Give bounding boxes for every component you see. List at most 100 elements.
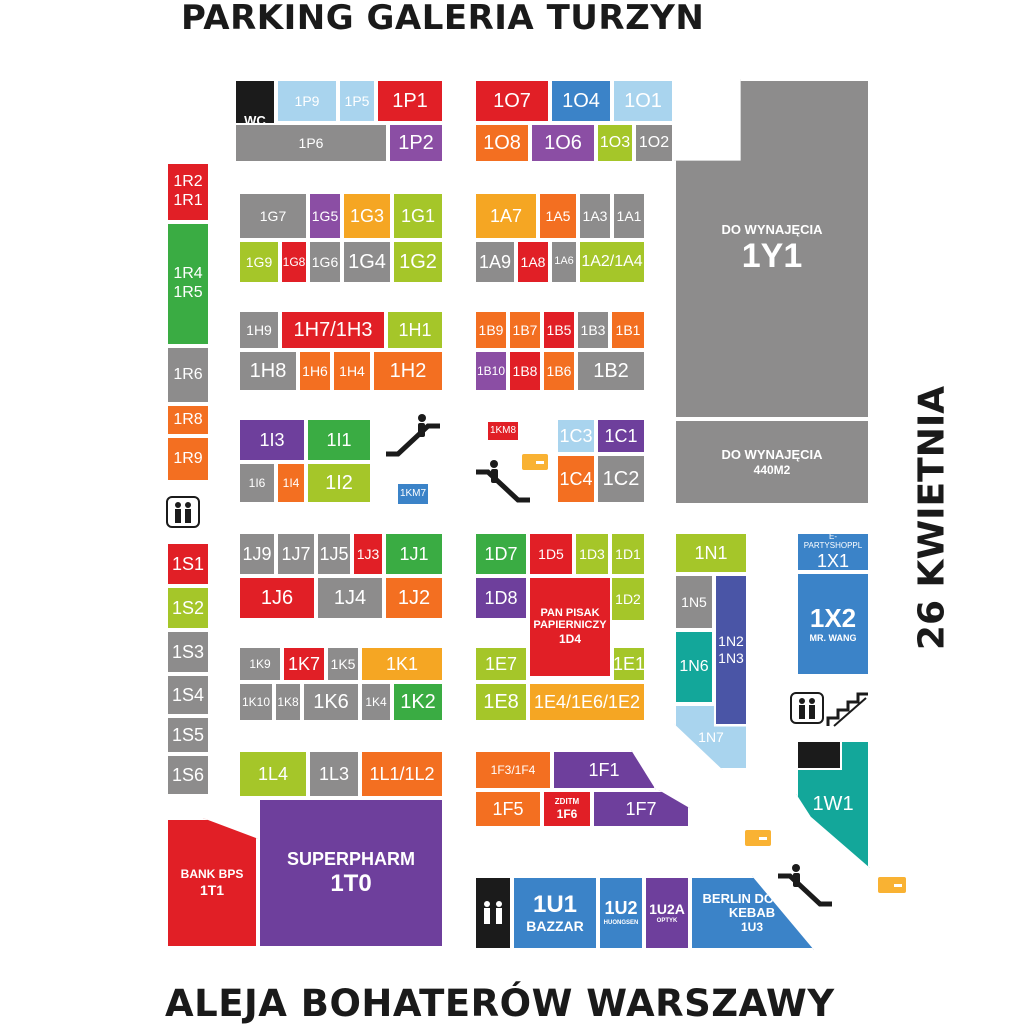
shop-unit[interactable]: 1K6 [302,682,360,722]
shop-unit[interactable]: 1E4/1E6/1E2 [528,682,646,722]
shop-unit[interactable]: 1O8 [474,123,530,163]
shop-unit[interactable]: 1H4 [332,350,372,392]
shop-unit[interactable]: 1A9 [474,240,516,284]
shop-unit[interactable]: 1H8 [238,350,298,392]
shop-unit[interactable]: 1J4 [316,576,384,620]
shop-unit[interactable]: 1R8 [166,404,210,436]
shop-unit[interactable]: 1H7/1H3 [280,310,386,350]
shop-unit[interactable]: 1H2 [372,350,444,392]
shop-unit[interactable]: 1A3 [578,192,612,240]
shop-unit[interactable]: 1B3 [576,310,610,350]
shop-unit[interactable]: 1E7 [474,646,528,682]
shop-unit[interactable]: 1G6 [308,240,342,284]
shop-unit[interactable]: 1C4 [556,454,596,504]
shop-unit[interactable]: 1A6 [550,240,578,284]
shop-unit[interactable]: 1A5 [538,192,578,240]
shop-unit[interactable]: 1S5 [166,716,210,754]
shop-unit[interactable]: 1B9 [474,310,508,350]
shop-unit[interactable]: 1S6 [166,754,210,796]
shop-unit[interactable]: 1K4 [360,682,392,722]
shop-unit[interactable]: 1I1 [306,418,372,462]
shop-unit[interactable]: 1I2 [306,462,372,504]
shop-unit[interactable]: 1S4 [166,674,210,716]
shop-unit[interactable]: 1P2 [388,123,444,163]
shop-unit[interactable]: 1A8 [516,240,550,284]
shop-unit[interactable]: 1P6 [234,123,388,163]
shop-unit[interactable] [796,740,842,770]
shop-unit[interactable]: 1D8 [474,576,528,620]
shop-unit[interactable]: 1G1 [392,192,444,240]
shop-unit[interactable]: 1O4 [550,79,612,123]
shop-unit[interactable]: 1J2 [384,576,444,620]
shop-unit[interactable]: 1G8 [280,240,308,284]
shop-unit[interactable]: 1J3 [352,532,384,576]
shop-unit[interactable]: 1J7 [276,532,316,576]
shop-unit[interactable] [474,876,512,950]
shop-unit[interactable]: 1B8 [508,350,542,392]
shop-unit[interactable]: 1E1 [612,646,646,682]
shop-unit[interactable]: 1B2 [576,350,646,392]
shop-unit[interactable]: 1N1 [674,532,748,574]
shop-unit[interactable]: 1K7 [282,646,326,682]
shop-unit[interactable]: 1D2 [610,576,646,622]
shop-unit[interactable]: 1G7 [238,192,308,240]
shop-unit[interactable]: 1G9 [238,240,280,284]
shop-unit[interactable]: 1G2 [392,240,444,284]
shop-unit[interactable]: 1L1/1L2 [360,750,444,798]
shop-unit[interactable]: 1P9 [276,79,338,123]
shop-unit[interactable]: 1J6 [238,576,316,620]
shop-unit[interactable]: 1K8 [274,682,302,722]
shop-unit[interactable]: 1G4 [342,240,392,284]
shop-unit[interactable]: 1I3 [238,418,306,462]
shop-unit[interactable]: 1E8 [474,682,528,722]
shop-unit[interactable]: 1J9 [238,532,276,576]
shop-unit[interactable]: 1C3 [556,418,596,454]
shop-unit[interactable]: 1B10 [474,350,508,392]
shop-unit[interactable]: 1S3 [166,630,210,674]
shop-unit[interactable]: 1K2 [392,682,444,722]
shop-unit[interactable]: 1K5 [326,646,360,682]
shop-unit[interactable]: 1A7 [474,192,538,240]
shop-unit[interactable]: 1L4 [238,750,308,798]
shop-unit[interactable]: 1H1 [386,310,444,350]
shop-unit[interactable]: 1O1 [612,79,674,123]
shop-unit[interactable]: 1H9 [238,310,280,350]
shop-unit[interactable]: 1F1 [552,750,656,790]
shop-unit[interactable]: 1N6 [674,630,714,704]
shop-unit[interactable]: 1F3/1F4 [474,750,552,790]
shop-unit[interactable]: 1KM8 [486,420,520,442]
shop-unit[interactable]: 1K9 [238,646,282,682]
shop-unit[interactable]: 1B7 [508,310,542,350]
shop-unit[interactable]: 1I4 [276,462,306,504]
shop-unit[interactable]: 1J1 [384,532,444,576]
shop-unit[interactable]: 1D7 [474,532,528,576]
shop-unit[interactable]: 1D1 [610,532,646,576]
shop-unit[interactable]: 1F5 [474,790,542,828]
shop-unit[interactable]: 1KM7 [396,482,430,506]
shop-unit[interactable]: 1O2 [634,123,674,163]
shop-unit[interactable]: 1N5 [674,574,714,630]
shop-unit[interactable]: 1A2/1A4 [578,240,646,284]
shop-unit[interactable]: 1O3 [596,123,634,163]
shop-unit[interactable]: 1G5 [308,192,342,240]
shop-unit[interactable]: 1D5 [528,532,574,576]
shop-unit[interactable]: 1A1 [612,192,646,240]
shop-unit[interactable]: 1D3 [574,532,610,576]
shop-unit[interactable]: 1K1 [360,646,444,682]
shop-unit[interactable]: 1B1 [610,310,646,350]
shop-unit[interactable]: 1S1 [166,542,210,586]
shop-unit[interactable]: 1P5 [338,79,376,123]
shop-unit[interactable]: 1R6 [166,346,210,404]
shop-unit[interactable]: 1R9 [166,436,210,482]
